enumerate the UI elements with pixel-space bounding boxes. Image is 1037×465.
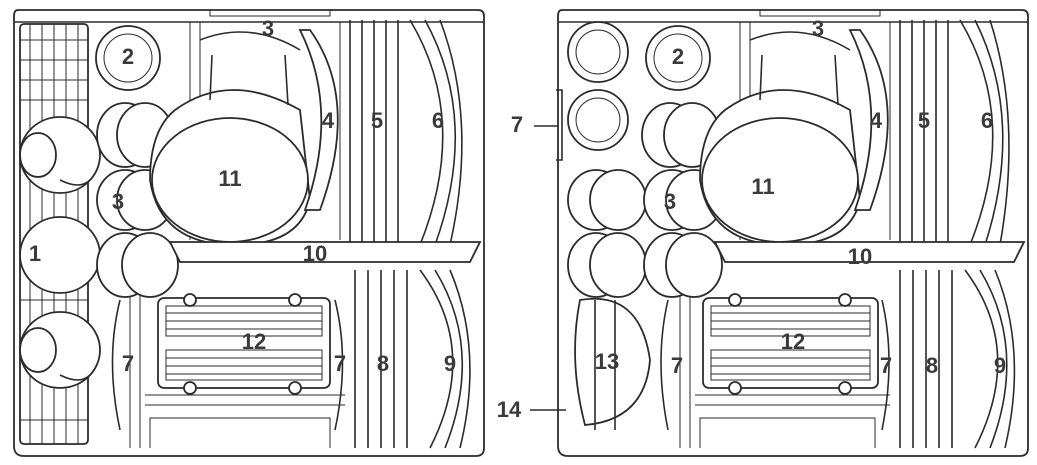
left-tray xyxy=(168,241,482,263)
label-cups-right: 3 xyxy=(664,189,676,214)
label-plates-5-right: 5 xyxy=(918,108,930,133)
label-bowl-right: 13 xyxy=(595,349,619,374)
right-rack-wires xyxy=(679,22,901,448)
left-cups-top xyxy=(95,25,179,298)
callout-bottom-rack: 14 xyxy=(497,397,522,422)
right-pot xyxy=(699,31,861,246)
label-plates-6: 6 xyxy=(432,108,444,133)
left-cutlery-basket xyxy=(19,23,101,445)
label-cups-tine-right: 3 xyxy=(812,16,824,41)
label-tines-mid: 7 xyxy=(334,351,346,376)
left-labels: 1 2 3 3 4 5 6 11 10 12 7 7 8 9 xyxy=(29,16,456,376)
label-cutlery-right: 12 xyxy=(781,329,805,354)
label-cups-top-right: 2 xyxy=(672,44,684,69)
right-plates-lower xyxy=(660,269,1016,449)
label-pot-right: 11 xyxy=(751,174,774,199)
label-cups-top: 2 xyxy=(122,44,134,69)
right-tray xyxy=(713,241,1026,263)
callout-side-rack: 7 xyxy=(511,112,523,137)
label-plates-5: 5 xyxy=(371,108,383,133)
left-plates-lower xyxy=(111,269,471,449)
right-labels: 2 3 3 4 5 6 11 10 12 13 7 7 8 9 7 14 xyxy=(497,16,1006,422)
label-basket: 1 xyxy=(29,241,41,266)
label-plates-8: 8 xyxy=(377,351,389,376)
left-rack-panel: 1 2 3 3 4 5 6 11 10 12 7 7 8 9 xyxy=(13,9,485,457)
label-tines-left-right: 7 xyxy=(671,353,683,378)
label-cups: 3 xyxy=(112,189,124,214)
label-plates-9: 9 xyxy=(444,351,456,376)
label-cups-tine: 3 xyxy=(262,16,274,41)
right-rack-panel: 2 3 3 4 5 6 11 10 12 13 7 7 8 9 7 14 xyxy=(497,9,1029,457)
label-tines-mid-right: 7 xyxy=(880,353,892,378)
right-plates-upper xyxy=(848,19,1010,246)
label-plates-4: 4 xyxy=(322,108,335,133)
label-plates-8-right: 8 xyxy=(926,353,938,378)
right-bowl xyxy=(574,297,651,430)
label-plates-6-right: 6 xyxy=(981,108,993,133)
left-plates-upper xyxy=(298,19,463,246)
label-pot: 11 xyxy=(218,166,241,191)
label-tray: 10 xyxy=(303,241,327,266)
label-plates-9-right: 9 xyxy=(994,353,1006,378)
left-cutlery-tray xyxy=(157,293,331,395)
right-cutlery-tray xyxy=(702,293,879,395)
label-cutlery: 12 xyxy=(242,329,266,354)
label-tines-left: 7 xyxy=(122,351,134,376)
label-plates-4-right: 4 xyxy=(870,108,883,133)
label-tray-right: 10 xyxy=(848,244,872,269)
right-side-rack xyxy=(556,89,563,161)
